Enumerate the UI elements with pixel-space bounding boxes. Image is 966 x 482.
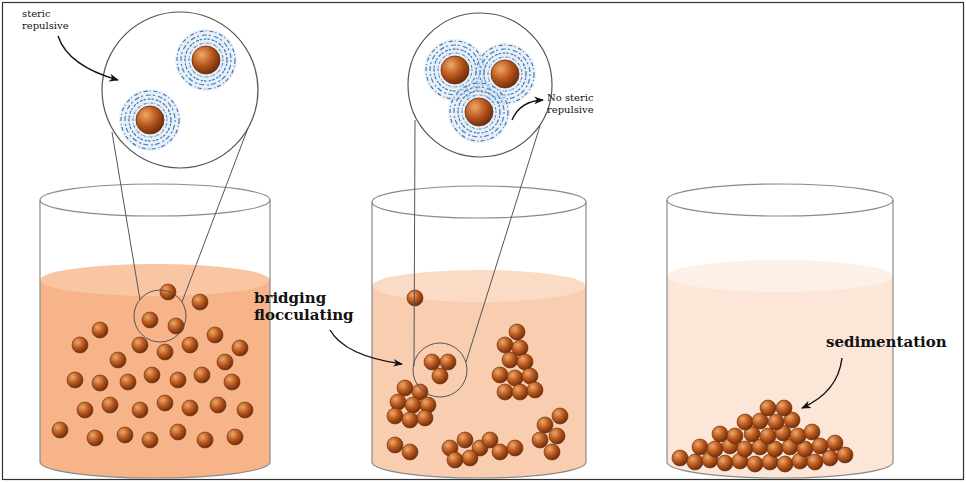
zoom-callout-bridging [408,13,552,366]
leader-arrow [802,358,842,408]
annotation-label: steric repulsive [22,8,84,31]
zoom-callout-steric [102,12,258,302]
annotation-label: sedimentation [826,334,956,351]
frame [3,3,964,480]
leader-arrow [512,100,543,120]
annotation-label: bridging flocculating [254,290,376,325]
beaker-dispersed [40,184,270,478]
beaker-flocculating [372,186,586,478]
annotation-label: No steric repulsive [547,92,611,115]
leader-arrow [330,330,402,364]
beaker-sedimented [667,184,893,478]
leader-arrow [58,36,118,80]
